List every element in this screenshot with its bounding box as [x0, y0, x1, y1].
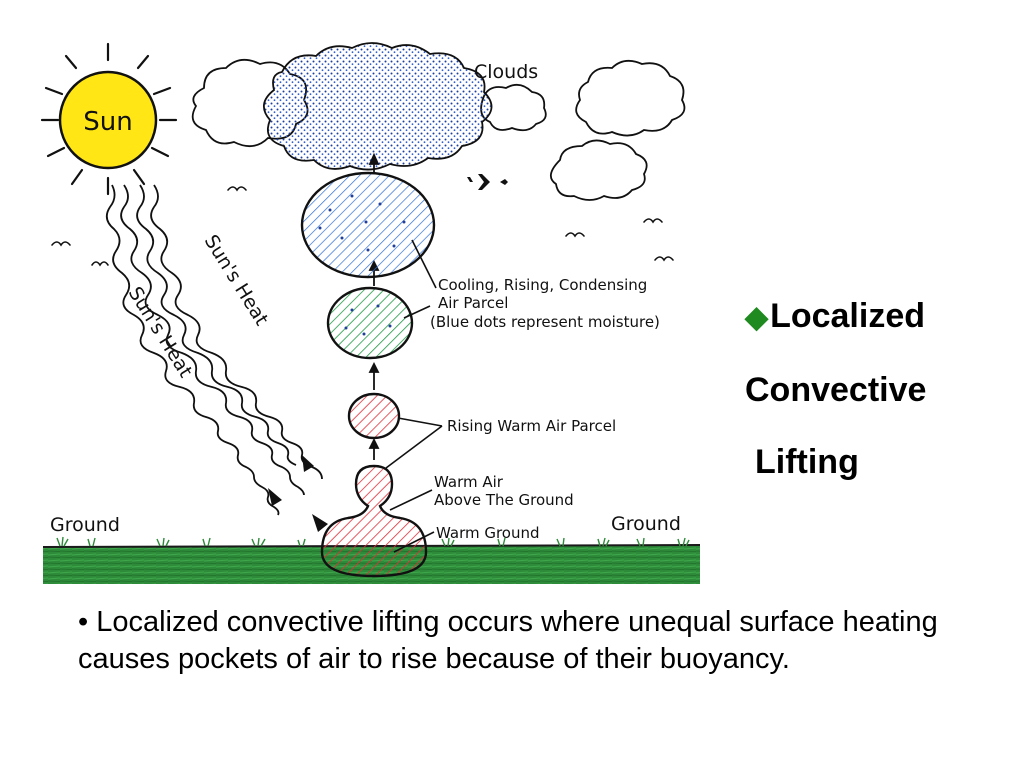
sun-rays	[40, 42, 178, 196]
cloud-small-mid	[480, 83, 547, 132]
diagram-labels: Cooling, Rising, Condensing Air Parcel (…	[50, 276, 681, 542]
clouds-label: Clouds	[474, 61, 538, 83]
airplane-icon	[467, 174, 508, 190]
sun-disc	[58, 70, 158, 170]
cooling-parcel	[300, 171, 436, 279]
birds	[51, 186, 674, 267]
heading-line-3: Lifting	[755, 443, 859, 481]
ground-label-left: Ground	[50, 514, 120, 536]
body-paragraph: • Localized convective lifting occurs wh…	[78, 606, 938, 675]
warm-air-label-line1: Warm Air	[434, 473, 504, 491]
sun-group: Sun	[40, 42, 178, 196]
clouds	[191, 42, 686, 201]
heat-wave-1	[105, 184, 280, 516]
sun-label: Sun	[83, 107, 132, 137]
heading-line-2: Convective	[745, 371, 927, 409]
bird-icon	[227, 186, 247, 192]
rising-parcel-label: Rising Warm Air Parcel	[447, 417, 616, 435]
convective-lifting-diagram: Sun Sun's Heat Sun's Heat Clouds	[40, 42, 701, 584]
cooling-label-line3: (Blue dots represent moisture)	[430, 313, 660, 331]
condensing-parcel	[326, 286, 414, 360]
bird-icon	[91, 261, 109, 267]
heading-line-1: ◆Localized	[745, 280, 1015, 354]
heat-arrowhead-1	[268, 488, 282, 506]
cloud-main	[263, 42, 493, 171]
bird-icon	[565, 232, 585, 238]
cooling-label-line1: Cooling, Rising, Condensing	[438, 276, 647, 294]
slide-heading: ◆Localized Convective Lifting	[745, 280, 1015, 498]
ground-label-right: Ground	[611, 513, 681, 535]
cloud-right	[575, 59, 686, 137]
heat-wave-2	[120, 184, 305, 496]
heading-text-1: Localized	[770, 297, 926, 335]
rising-warm-parcel	[347, 392, 401, 440]
suns-heat-label-right: Sun's Heat	[200, 231, 273, 329]
warm-ground-label: Warm Ground	[436, 524, 540, 542]
heat-arrowhead-2	[302, 455, 314, 472]
heat-wave-4	[150, 184, 323, 480]
bird-icon	[654, 256, 674, 262]
heat-wave-3	[136, 184, 297, 466]
cooling-label-line2: Air Parcel	[438, 294, 508, 312]
warm-ground-parcel	[320, 464, 428, 578]
grass-tufts	[56, 536, 690, 547]
air-parcels	[300, 171, 436, 578]
diamond-bullet-icon: ◆	[745, 301, 769, 334]
bird-icon	[643, 218, 663, 224]
bird-icon	[51, 241, 71, 247]
heat-arrowhead-3	[312, 514, 328, 532]
leader-lines	[385, 239, 443, 553]
heat-waves	[105, 184, 328, 532]
moisture-dots	[318, 194, 406, 336]
cloud-lower-right	[550, 139, 648, 201]
warm-air-label-line2: Above The Ground	[434, 491, 574, 509]
